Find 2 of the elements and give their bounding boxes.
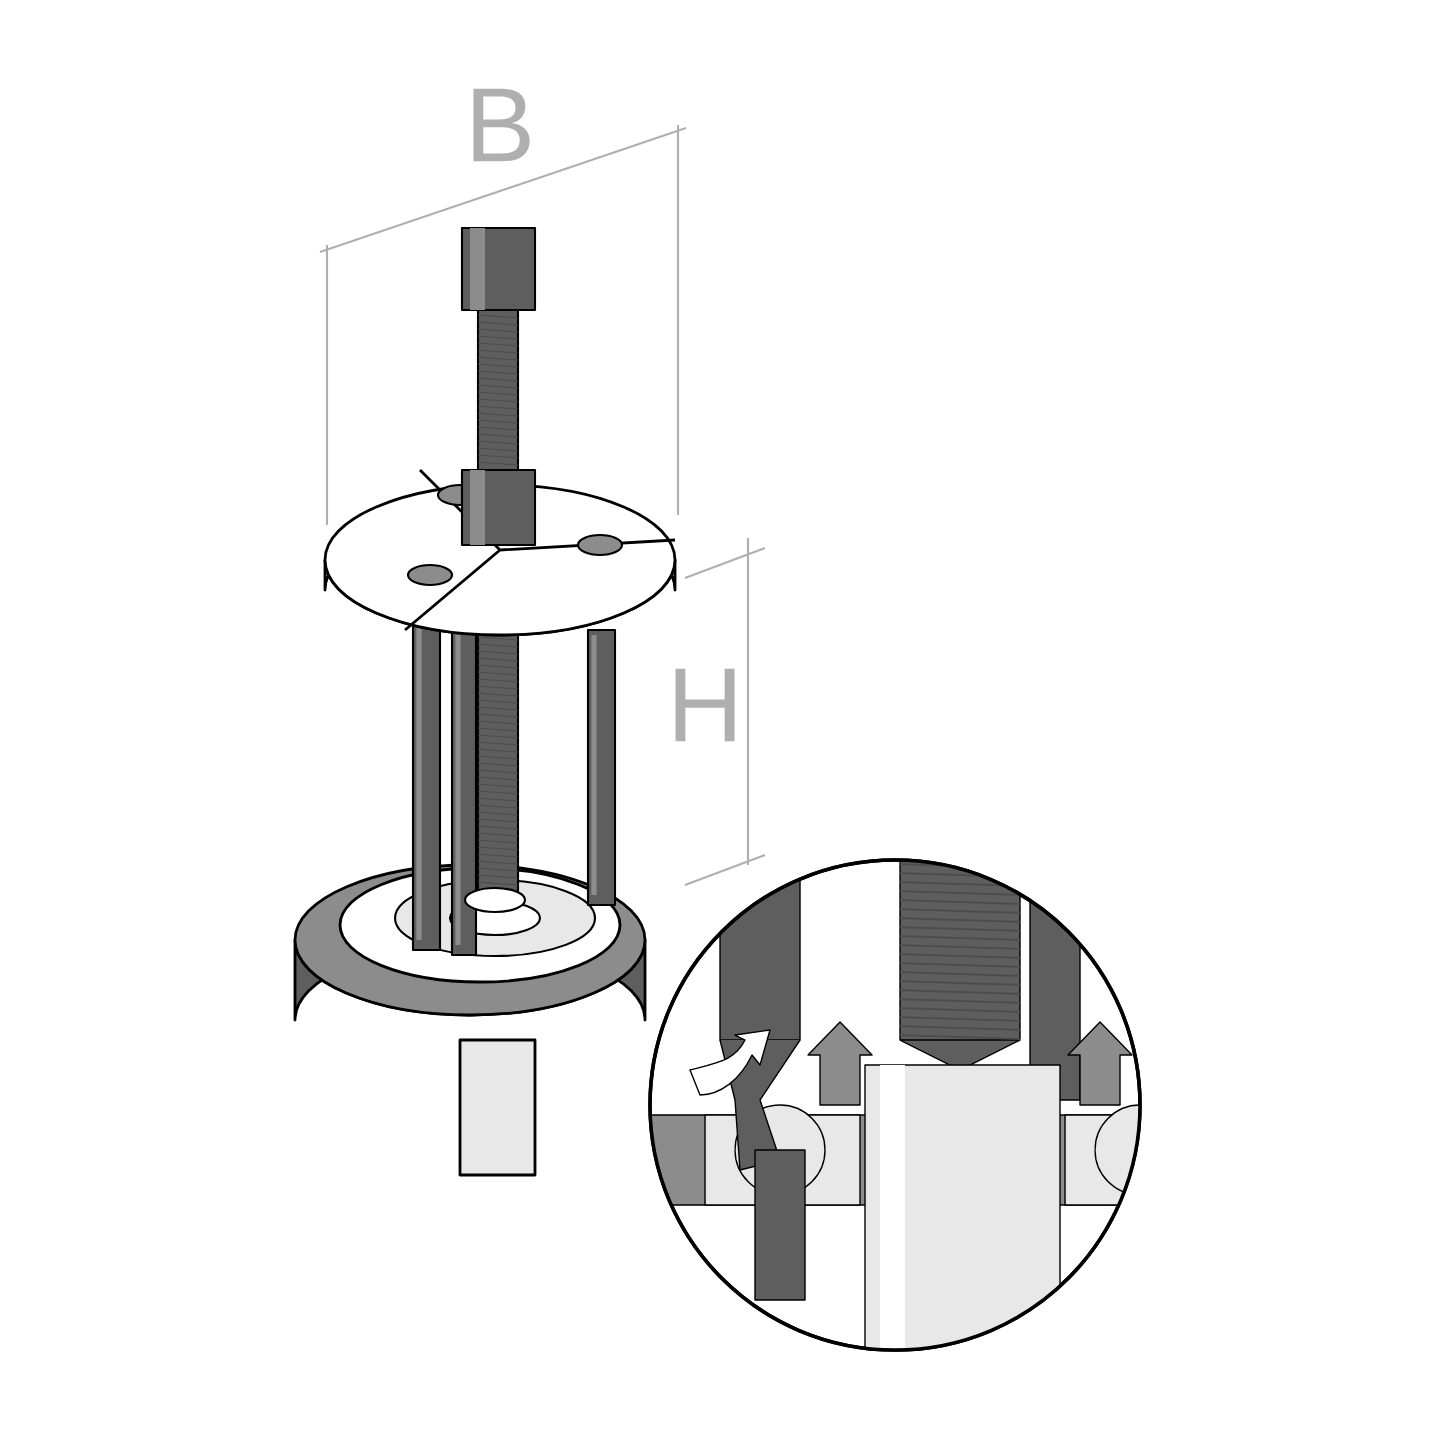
dimension-label: H — [675, 668, 735, 742]
dimension-label: B — [473, 88, 530, 162]
